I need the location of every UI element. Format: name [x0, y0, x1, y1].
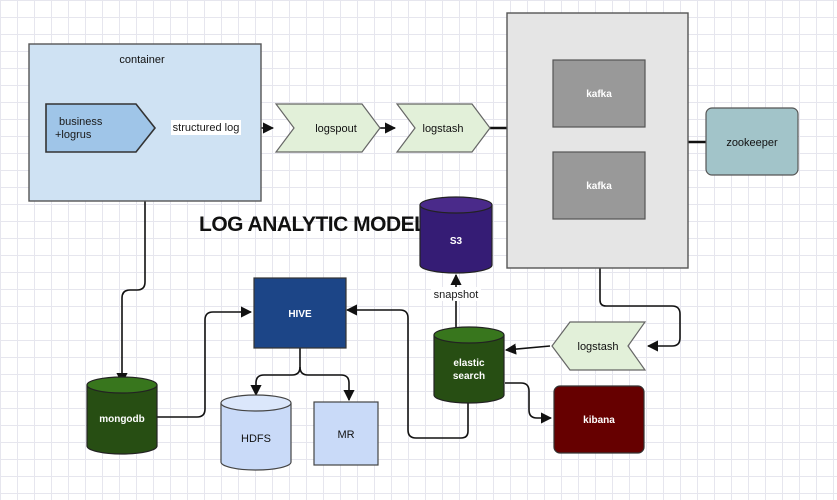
business-label-line2: +logrus — [55, 129, 92, 141]
edge-mongodb-hive — [157, 306, 253, 418]
kibana-node[interactable]: kibana — [553, 385, 645, 454]
edge-label-structured-log: structured log — [173, 122, 240, 134]
edge-label-snapshot: snapshot — [434, 289, 479, 301]
mongodb-node[interactable]: mongodb — [86, 376, 158, 455]
s3-node[interactable]: S3 — [419, 196, 493, 274]
zookeeper-node[interactable]: zookeeper — [705, 107, 799, 176]
container-label: container — [119, 54, 165, 66]
kafka-2-label: kafka — [586, 181, 612, 192]
mongodb-label: mongodb — [99, 414, 145, 425]
zookeeper-label: zookeeper — [726, 137, 778, 149]
edge-kafka-logstash2 — [599, 268, 681, 352]
logstash-bottom-label: logstash — [578, 341, 619, 353]
kafka-cluster-group — [506, 12, 689, 269]
edge-container-mongodb — [116, 201, 146, 385]
kafka-node-1[interactable]: kafka — [552, 59, 646, 128]
business-node[interactable]: business +logrus — [45, 103, 157, 153]
elasticsearch-node[interactable]: elastic search — [433, 326, 505, 404]
hdfs-label: HDFS — [241, 433, 271, 445]
mr-label: MR — [337, 429, 354, 441]
business-label-line1: business — [59, 116, 103, 128]
kafka-node-2[interactable]: kafka — [552, 151, 646, 220]
logspout-node[interactable]: logspout — [274, 103, 381, 153]
hive-node[interactable]: HIVE — [253, 277, 347, 349]
snapshot-label-bg — [431, 287, 481, 301]
elasticsearch-label-line1: elastic — [453, 358, 485, 369]
s3-label: S3 — [450, 236, 463, 247]
elasticsearch-label-line2: search — [453, 371, 485, 382]
diagram-title: LOG ANALYTIC MODEL — [199, 213, 427, 236]
edge-elastic-kibana — [505, 382, 553, 424]
mr-node[interactable]: MR — [313, 401, 379, 466]
logstash-bottom-node[interactable]: logstash — [551, 321, 647, 371]
kibana-label: kibana — [583, 415, 615, 426]
kafka-1-label: kafka — [586, 89, 612, 100]
structured-log-label-bg — [171, 120, 241, 135]
logstash-top-node[interactable]: logstash — [395, 103, 491, 153]
hdfs-node[interactable]: HDFS — [220, 394, 292, 471]
edge-elastic-hive — [345, 304, 469, 439]
edge-hive-hdfs — [250, 366, 301, 397]
hive-label: HIVE — [288, 309, 312, 320]
edges — [116, 90, 706, 439]
logstash-top-label: logstash — [423, 123, 464, 135]
logspout-label: logspout — [315, 123, 357, 135]
edge-logstash2-elastic — [504, 343, 551, 355]
edge-hive-mr — [299, 366, 355, 402]
